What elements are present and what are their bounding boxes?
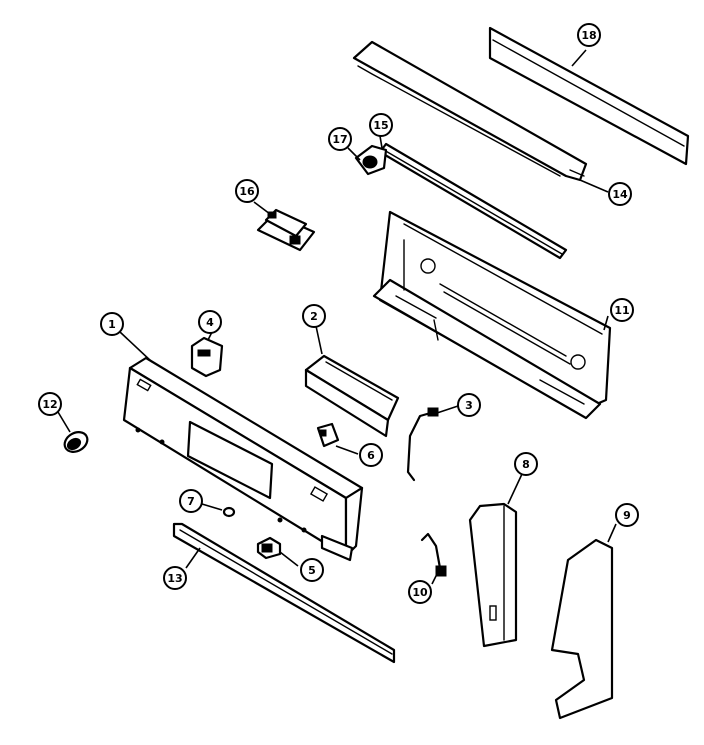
callout-17: 17 (328, 127, 352, 151)
callout-12-label: 12 (42, 398, 57, 411)
callout-3: 3 (457, 393, 481, 417)
part-3-wire-bracket (406, 407, 439, 482)
part-1-control-panel (122, 356, 364, 562)
callout-3-label: 3 (465, 399, 473, 412)
part-13-lower-trim (172, 522, 396, 664)
callout-7: 7 (179, 489, 203, 513)
callout-13-label: 13 (167, 572, 182, 585)
leader-lines (57, 49, 617, 585)
callout-5-label: 5 (308, 564, 316, 577)
callout-11: 11 (610, 298, 634, 322)
callout-16-label: 16 (239, 185, 255, 198)
callout-15: 15 (369, 113, 393, 137)
part-10-connector (420, 532, 447, 577)
callout-10-label: 10 (412, 586, 428, 599)
callout-6-label: 6 (367, 449, 375, 462)
callout-15-label: 15 (373, 119, 388, 132)
callout-17-label: 17 (332, 133, 347, 146)
callout-14-label: 14 (612, 188, 628, 201)
part-16-ballast (256, 208, 316, 252)
part-2-control-board (304, 354, 400, 438)
part-6-clip (316, 422, 340, 448)
part-12-knob (63, 431, 89, 453)
part-4-clock (190, 336, 224, 378)
callout-13: 13 (163, 566, 187, 590)
callout-2: 2 (302, 304, 326, 328)
part-14-top-trim (352, 40, 588, 182)
callout-10: 10 (408, 580, 432, 604)
callout-16: 16 (235, 179, 259, 203)
callout-7-label: 7 (187, 495, 195, 508)
part-11-rear-panel (372, 210, 612, 420)
part-5-switch (256, 536, 282, 560)
callout-18-label: 18 (581, 29, 596, 42)
part-18-rear-trim (488, 26, 690, 166)
part-15-rod (378, 142, 568, 260)
part-8-side-panel (468, 502, 518, 648)
callout-14: 14 (608, 182, 632, 206)
part-17-lamp-holder (354, 144, 388, 176)
part-7-screw (222, 506, 236, 518)
callout-1: 1 (100, 312, 124, 336)
callout-8: 8 (514, 452, 538, 476)
callout-1-label: 1 (108, 318, 116, 331)
callout-6: 6 (359, 443, 383, 467)
callout-18: 18 (577, 23, 601, 47)
callout-9-label: 9 (623, 509, 631, 522)
callout-9: 9 (615, 503, 639, 527)
callout-4-label: 4 (206, 316, 214, 329)
callout-4: 4 (198, 310, 222, 334)
callout-2-label: 2 (310, 310, 318, 323)
callout-11-label: 11 (614, 304, 629, 317)
callout-12: 12 (38, 392, 62, 416)
callout-5: 5 (300, 558, 324, 582)
part-9-end-cap (550, 538, 614, 720)
callout-8-label: 8 (522, 458, 530, 471)
